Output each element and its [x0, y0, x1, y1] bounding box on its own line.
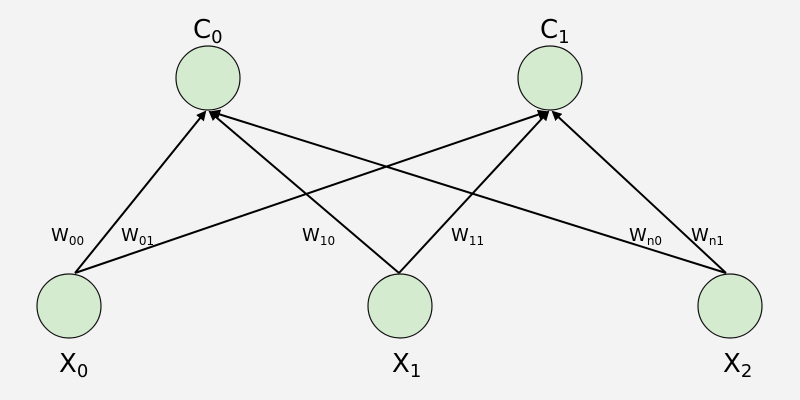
node-x0 [36, 273, 102, 339]
edges [74, 109, 727, 274]
weight-w10-base: W [302, 225, 320, 246]
output-layer: C0 C1 [175, 15, 583, 111]
node-c1-label-base: C [540, 15, 558, 45]
weight-labels: W00 W01 W10 W11 Wn0 Wn1 [51, 225, 724, 248]
node-x0-label-sub: 0 [77, 361, 88, 382]
input-layer: X0 X1 X2 [36, 273, 763, 382]
edge-x2-c1 [551, 110, 727, 274]
weight-label-wn0: Wn0 [629, 225, 662, 248]
weight-label-w11: W11 [451, 225, 484, 248]
edge-x0-c1 [74, 109, 548, 274]
weight-wn0-sub: n0 [647, 234, 662, 248]
node-c0-label-base: C [193, 15, 211, 45]
node-c0 [175, 45, 241, 111]
edge-x2-c0 [210, 109, 727, 274]
node-x1-label: X1 [392, 349, 421, 382]
edge-x1-c1 [398, 110, 550, 274]
node-x1-label-sub: 1 [410, 361, 421, 382]
node-x0-label-base: X [59, 349, 77, 379]
edge-x1-c0 [208, 110, 400, 274]
weight-w11-sub: 11 [469, 234, 484, 248]
weight-label-w10: W10 [302, 225, 335, 248]
weight-wn0-base: W [629, 225, 647, 246]
node-x0-label: X0 [59, 349, 88, 382]
node-x1-label-base: X [392, 349, 410, 379]
node-x2-label: X2 [723, 349, 752, 382]
weight-w01-sub: 01 [139, 234, 154, 248]
weight-w10-sub: 10 [320, 234, 335, 248]
weight-w11-base: W [451, 225, 469, 246]
weight-label-wn1: Wn1 [691, 225, 724, 248]
weight-w00-sub: 00 [69, 234, 84, 248]
edge-x0-c0 [74, 110, 207, 274]
weight-wn1-sub: n1 [709, 234, 724, 248]
weight-w00-base: W [51, 225, 69, 246]
node-x2-label-sub: 2 [741, 361, 752, 382]
node-c1 [517, 45, 583, 111]
weight-w01-base: W [121, 225, 139, 246]
node-x1 [367, 273, 433, 339]
weight-label-w01: W01 [121, 225, 154, 248]
node-c0-label: C0 [193, 15, 223, 48]
node-c0-label-sub: 0 [211, 27, 222, 48]
node-c1-label-sub: 1 [558, 27, 569, 48]
weight-label-w00: W00 [51, 225, 84, 248]
node-x2 [697, 273, 763, 339]
node-c1-label: C1 [540, 15, 570, 48]
weight-wn1-base: W [691, 225, 709, 246]
node-x2-label-base: X [723, 349, 741, 379]
